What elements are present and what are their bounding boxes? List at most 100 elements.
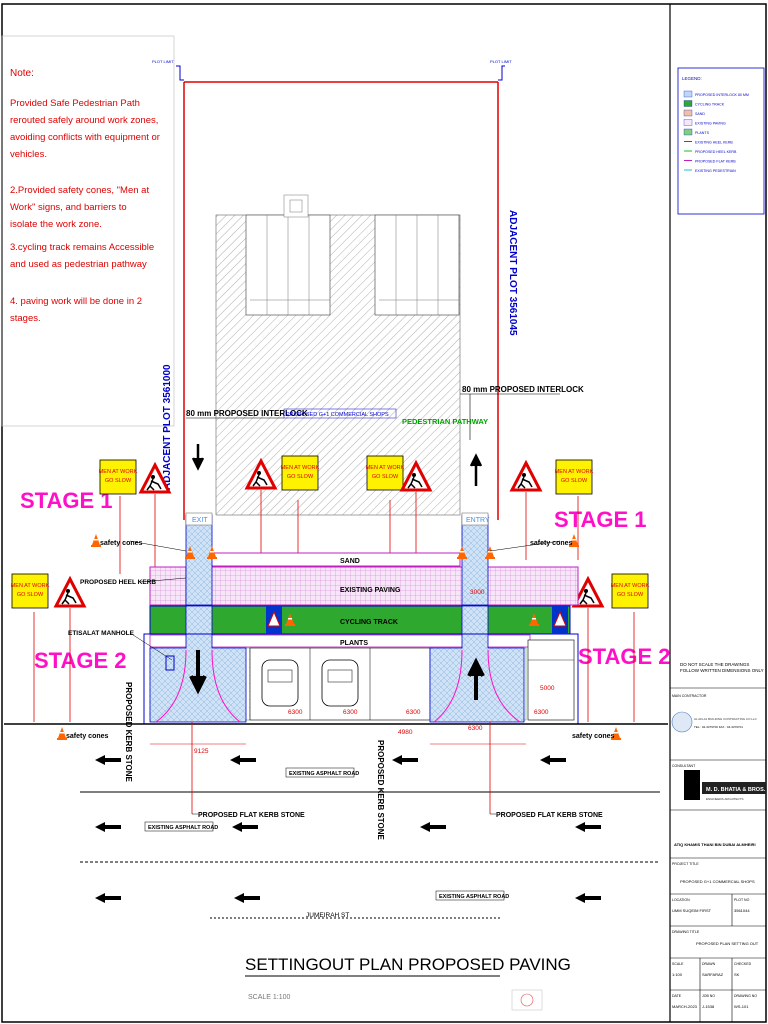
svg-text:MAIN CONTRACTOR: MAIN CONTRACTOR bbox=[672, 694, 707, 698]
legend-item: EXISTING PEDESTRIAN bbox=[695, 169, 736, 173]
svg-text:GO SLOW: GO SLOW bbox=[561, 478, 588, 484]
svg-text:ENGINEERS ARCHITECTS: ENGINEERS ARCHITECTS bbox=[706, 797, 744, 801]
svg-text:PROJECT TITLE: PROJECT TITLE bbox=[672, 862, 699, 866]
dimension-label: 6300 bbox=[406, 709, 421, 716]
svg-text:DRAWN: DRAWN bbox=[702, 962, 716, 966]
svg-text:CONSULTANT: CONSULTANT bbox=[672, 764, 696, 768]
svg-text:CHECKED: CHECKED bbox=[734, 962, 752, 966]
men-at-work-sign: MEN AT WORK GO SLOW bbox=[555, 459, 594, 495]
cycling-track-label: CYCLING TRACK bbox=[340, 619, 398, 626]
note-line: 2.Provided safety cones, "Men at bbox=[10, 185, 149, 196]
adjacent-plot-right-label: ADJACENT PLOT 3561045 bbox=[507, 210, 518, 336]
plot-limit-right: PLOT LIMIT bbox=[490, 59, 512, 81]
pedestrian-pathway-label: PEDESTRIAN PATHWAY bbox=[402, 417, 488, 426]
svg-text:UMM SUQEIM FIRST: UMM SUQEIM FIRST bbox=[672, 908, 712, 913]
svg-text:MEN AT WORK: MEN AT WORK bbox=[11, 583, 50, 589]
safety-cones-label: safety cones bbox=[100, 540, 143, 547]
work-sign-icon bbox=[510, 461, 542, 492]
men-at-work-sign: MEN AT WORK GO SLOW bbox=[366, 455, 405, 491]
legend-item: PROPOSED FLAT KERB bbox=[695, 160, 736, 164]
dimension-label: 6300 bbox=[343, 709, 358, 716]
stage1-left-label: STAGE 1 bbox=[20, 488, 113, 513]
svg-text:MEN AT WORK: MEN AT WORK bbox=[555, 469, 594, 475]
note-line: vehicles. bbox=[10, 149, 47, 160]
note-line: rerouted safely around work zones, bbox=[10, 115, 158, 126]
dimension-label: 6300 bbox=[468, 725, 483, 732]
svg-text:SK: SK bbox=[734, 972, 740, 977]
paving-layout: SAND EXISTING PAVING CYCLING TRACK PLANT… bbox=[143, 512, 579, 725]
svg-text:DATE: DATE bbox=[672, 994, 682, 998]
svg-text:MEN AT WORK: MEN AT WORK bbox=[611, 583, 650, 589]
dimension-label: 4980 bbox=[398, 729, 413, 736]
building-footprint bbox=[215, 194, 461, 516]
note-line: isolate the work zone. bbox=[10, 219, 102, 230]
scale-text: SCALE 1:100 bbox=[248, 994, 291, 1001]
stage2-left-label: STAGE 2 bbox=[34, 648, 127, 673]
legend-item: PROPOSED HEEL KERB bbox=[695, 150, 737, 154]
note-line: 3.cycling track remains Accessible bbox=[10, 242, 154, 253]
svg-text:M. D. BHATIA & BROS.: M. D. BHATIA & BROS. bbox=[706, 787, 766, 793]
flat-kerb-label: PROPOSED FLAT KERB STONE bbox=[198, 812, 305, 819]
svg-text:GO SLOW: GO SLOW bbox=[372, 474, 399, 480]
svg-text:DRAWING TITLE: DRAWING TITLE bbox=[672, 930, 700, 934]
note-line: avoiding conflicts with equipment or bbox=[10, 132, 160, 143]
heel-kerb-label: PROPOSED HEEL KERB bbox=[80, 579, 156, 586]
svg-text:PLOT LIMIT: PLOT LIMIT bbox=[152, 59, 174, 64]
asphalt-road-label: EXISTING ASPHALT ROAD bbox=[148, 825, 218, 831]
flat-kerb-label: PROPOSED FLAT KERB STONE bbox=[496, 812, 603, 819]
asphalt-road-label: EXISTING ASPHALT ROAD bbox=[439, 894, 509, 900]
legend-item: PLANTS bbox=[695, 131, 710, 135]
safety-cones-label: safety cones bbox=[530, 540, 573, 547]
stage2-right-label: STAGE 2 bbox=[578, 644, 671, 669]
men-at-work-sign: MEN AT WORK GO SLOW bbox=[11, 573, 50, 609]
legend-item: EXISTING PAVING bbox=[695, 122, 726, 126]
sand-label: SAND bbox=[340, 558, 360, 565]
legend: LEGEND: PROPOSED INTERLOCK 80 MMCYCLING … bbox=[677, 67, 765, 215]
legend-item: SAND bbox=[695, 112, 705, 116]
manhole-label: ETISALAT MANHOLE bbox=[68, 630, 135, 637]
interlock-right-label: 80 mm PROPOSED INTERLOCK bbox=[462, 385, 584, 394]
svg-text:GO SLOW: GO SLOW bbox=[287, 474, 314, 480]
safety-cones-label: safety cones bbox=[572, 733, 615, 740]
svg-text:DRAWING NO: DRAWING NO bbox=[734, 994, 757, 998]
svg-text:WS-101: WS-101 bbox=[734, 1004, 749, 1009]
svg-text:J-1538: J-1538 bbox=[702, 1004, 715, 1009]
men-at-work-sign: MEN AT WORK GO SLOW bbox=[611, 573, 650, 609]
svg-text:AL AFLAJ BUILDING CONTRACTING: AL AFLAJ BUILDING CONTRACTING CO LLC bbox=[694, 717, 758, 721]
legend-item: CYCLING TRACK bbox=[695, 103, 725, 107]
kerb-stone-vertical-left: PROPOSED KERB STONE bbox=[124, 682, 133, 783]
entry-label: ENTRY bbox=[466, 517, 490, 524]
safety-cones-label: safety cones bbox=[66, 733, 109, 740]
interlock-left-label: 80 mm PROPOSED INTERLOCK bbox=[186, 409, 308, 418]
dimension-label: 6300 bbox=[534, 709, 549, 716]
note-line: Work" signs, and barriers to bbox=[10, 202, 127, 213]
svg-text:TEL : 04-3379700 FAX : 04-337: TEL : 04-3379700 FAX : 04-3379701 bbox=[694, 725, 743, 729]
adjacent-plot-left-label: ADJACENT PLOT 3561000 bbox=[162, 364, 173, 490]
stage1-right-label: STAGE 1 bbox=[554, 507, 647, 532]
kerb-stone-vertical-mid: PROPOSED KERB STONE bbox=[376, 740, 385, 841]
asphalt-road-label: EXISTING ASPHALT ROAD bbox=[289, 771, 359, 777]
svg-text:GO SLOW: GO SLOW bbox=[17, 592, 44, 598]
svg-text:MEN AT WORK: MEN AT WORK bbox=[366, 465, 405, 471]
note-line: 4. paving work will be done in 2 bbox=[10, 296, 142, 307]
svg-text:1:100: 1:100 bbox=[672, 972, 683, 977]
dimension-label: 9125 bbox=[194, 748, 209, 755]
dimension-label: 5000 bbox=[540, 685, 555, 692]
notes-heading: Note: bbox=[10, 68, 34, 79]
exit-label: EXIT bbox=[192, 517, 208, 524]
svg-text:PROPOSED PLAN SETTING OUT: PROPOSED PLAN SETTING OUT bbox=[696, 941, 759, 946]
shops-label: PROPOSED G+1 COMMERCIAL SHOPS bbox=[286, 412, 389, 418]
note-line: stages. bbox=[10, 313, 41, 324]
plants-label: PLANTS bbox=[340, 640, 368, 647]
legend-title: LEGEND: bbox=[682, 76, 702, 81]
svg-text:GO SLOW: GO SLOW bbox=[617, 592, 644, 598]
note-line: and used as pedestrian pathway bbox=[10, 259, 147, 270]
svg-text:MEN AT WORK: MEN AT WORK bbox=[99, 469, 138, 475]
plot-limit-left: PLOT LIMIT bbox=[152, 59, 184, 81]
svg-text:PROPOSED G+1 COMMERCIAL SHOPS: PROPOSED G+1 COMMERCIAL SHOPS bbox=[680, 879, 755, 884]
